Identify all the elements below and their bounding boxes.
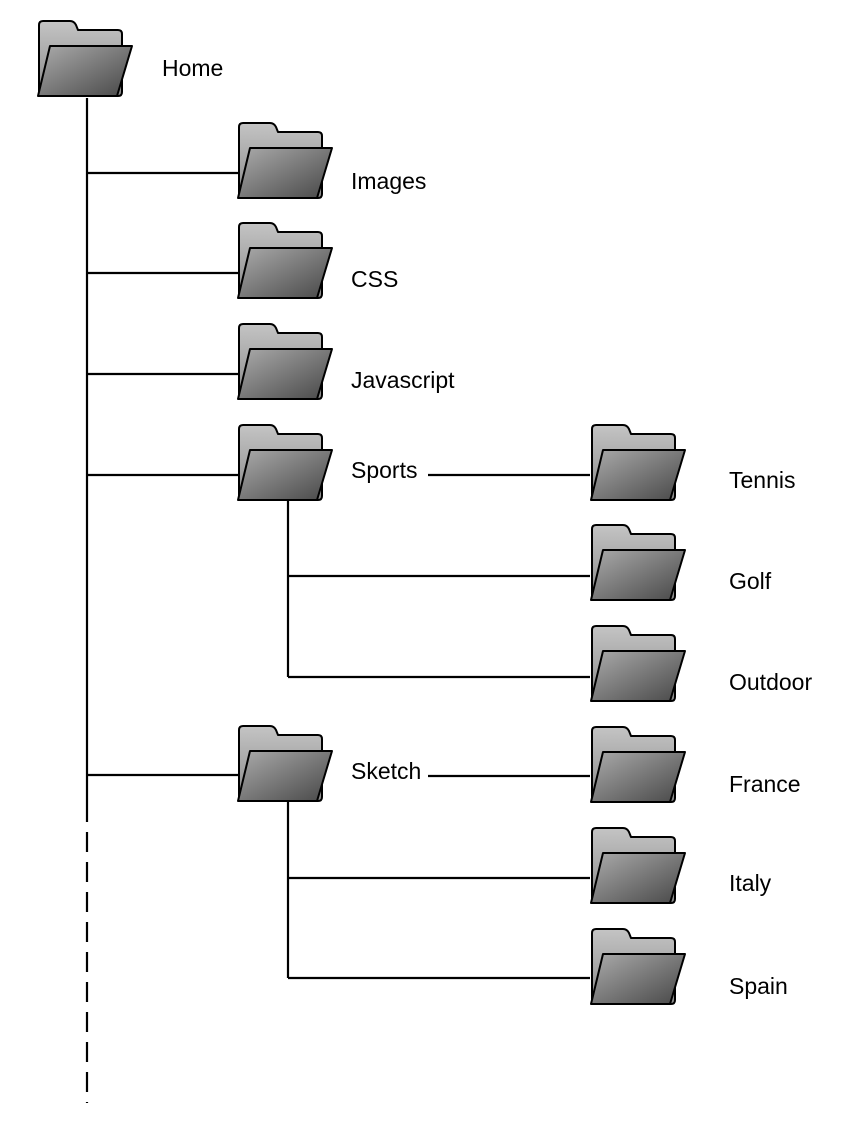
folder-icon[interactable] — [590, 424, 686, 501]
folder-icon[interactable] — [590, 524, 686, 601]
folder-label-tennis[interactable]: Tennis — [729, 467, 795, 493]
folder-label-sports[interactable]: Sports — [351, 457, 417, 483]
folder-label-sketch[interactable]: Sketch — [351, 758, 421, 784]
folder-icon[interactable] — [590, 625, 686, 702]
folder-icon[interactable] — [237, 725, 333, 802]
folder-labels: Home Images CSS Javascript Sports Sketch… — [162, 55, 812, 999]
folder-icon[interactable] — [590, 928, 686, 1005]
tree-connectors — [85, 98, 590, 1103]
folder-label-italy[interactable]: Italy — [729, 870, 772, 896]
folder-label-france[interactable]: France — [729, 771, 801, 797]
folder-icon[interactable] — [237, 222, 333, 299]
folder-label-javascript[interactable]: Javascript — [351, 367, 455, 393]
folder-label-css[interactable]: CSS — [351, 266, 398, 292]
folder-icon[interactable] — [37, 20, 133, 97]
folder-icon[interactable] — [237, 122, 333, 199]
folder-icon[interactable] — [237, 323, 333, 400]
folder-label-images[interactable]: Images — [351, 168, 426, 194]
folder-label-outdoor[interactable]: Outdoor — [729, 669, 812, 695]
folder-label-home[interactable]: Home — [162, 55, 223, 81]
folder-label-golf[interactable]: Golf — [729, 568, 772, 594]
folder-label-spain[interactable]: Spain — [729, 973, 788, 999]
folder-icon[interactable] — [590, 827, 686, 904]
folder-icon[interactable] — [590, 726, 686, 803]
folder-icon[interactable] — [237, 424, 333, 501]
